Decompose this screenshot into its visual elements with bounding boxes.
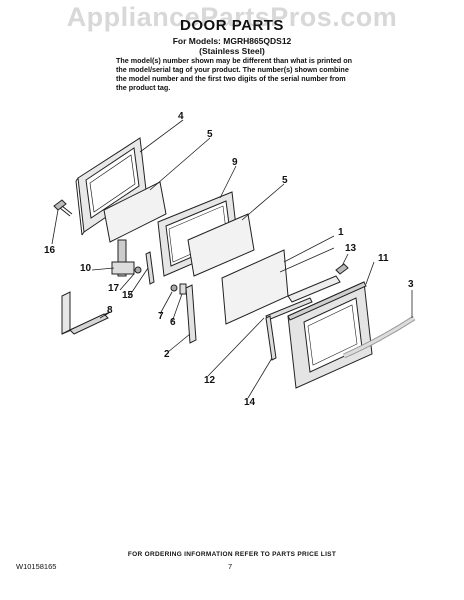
- part-2-side-trim: [185, 284, 197, 344]
- page-number: 7: [228, 562, 233, 571]
- callout-10: 10: [80, 263, 92, 274]
- model-note: The model(s) number shown may be differe…: [116, 56, 353, 92]
- part-10-hinge: [111, 239, 142, 277]
- callout-13: 13: [345, 243, 357, 254]
- callout-1: 1: [338, 227, 344, 238]
- ordering-info: FOR ORDERING INFORMATION REFER TO PARTS …: [127, 551, 337, 558]
- part-5-glass-right: [187, 213, 255, 277]
- part-16-screw: [53, 199, 73, 217]
- page-title: DOOR PARTS: [180, 17, 284, 34]
- part-11-outer-door: [287, 281, 373, 389]
- document-number: W10158165: [16, 562, 57, 571]
- part-8-bracket: [61, 291, 111, 335]
- callout-17: 17: [108, 283, 120, 294]
- part-7-clip: [170, 283, 187, 295]
- callout-5: 5: [207, 129, 213, 140]
- part-1-glass: [221, 247, 341, 325]
- callout-12: 12: [204, 375, 216, 386]
- callout-7: 7: [158, 311, 164, 322]
- callout-11: 11: [378, 253, 389, 264]
- callout-5b: 5: [282, 175, 288, 186]
- part-5-glass-left: [103, 181, 167, 243]
- watermark: AppliancePartsPros.com: [66, 2, 398, 32]
- callout-15: 15: [122, 290, 134, 301]
- model-line: For Models: MGRH865QDS12: [172, 36, 292, 46]
- finish-line: (Stainless Steel): [199, 46, 265, 56]
- part-3-handle: [342, 315, 416, 359]
- callout-14: 14: [244, 397, 256, 408]
- callout-3: 3: [408, 279, 414, 290]
- part-14-strip: [265, 315, 277, 361]
- callout-6: 6: [170, 317, 176, 328]
- callout-9: 9: [232, 157, 238, 168]
- part-4-door-frame: [75, 137, 147, 236]
- callout-4: 4: [178, 111, 184, 122]
- part-13-screw: [335, 263, 349, 275]
- part-15-strip: [145, 251, 155, 285]
- callout-8: 8: [107, 305, 113, 316]
- callout-16: 16: [44, 245, 56, 256]
- callout-2: 2: [164, 349, 170, 360]
